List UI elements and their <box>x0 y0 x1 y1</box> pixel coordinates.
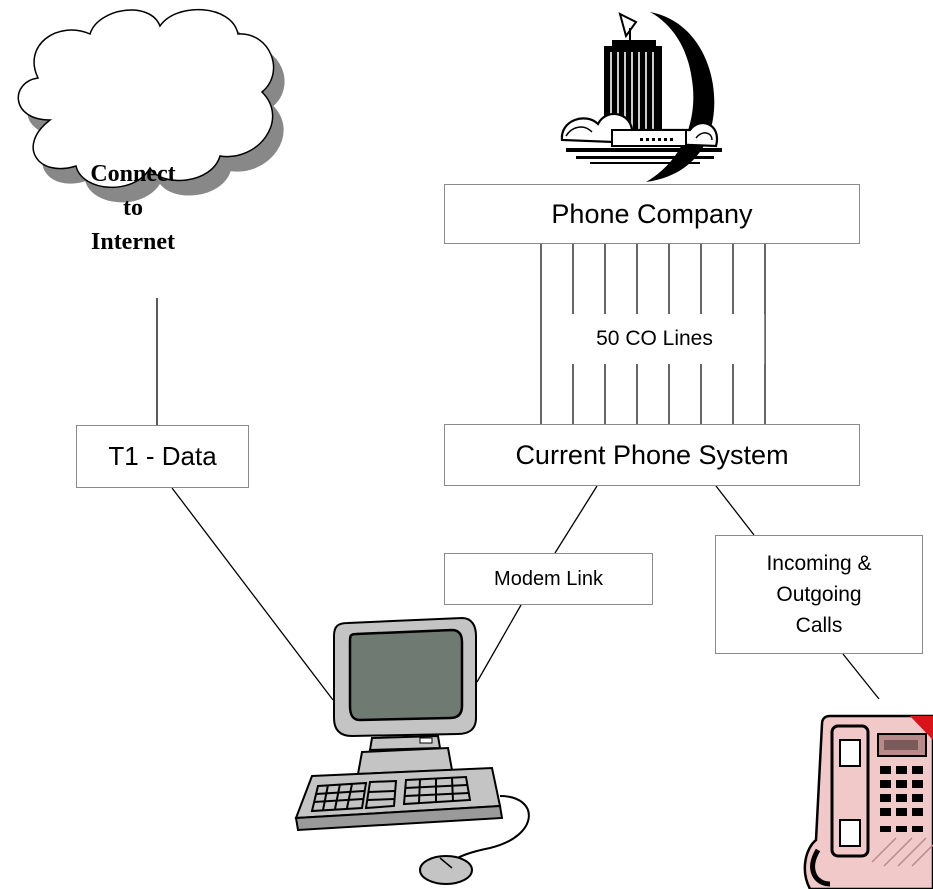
computer-icon <box>294 616 530 885</box>
modem-link-label: Modem Link <box>494 567 603 590</box>
internet-cloud-icon <box>17 8 285 203</box>
phone-company-label: Phone Company <box>551 198 753 229</box>
system-to-modem-line <box>554 485 598 554</box>
calls-label: Incoming & Outgoing Calls <box>766 552 872 637</box>
calls-box: Incoming & Outgoing Calls <box>715 535 923 654</box>
modem-to-computer-line <box>476 604 522 683</box>
phone-system-box: Current Phone System <box>444 424 860 486</box>
t1-data-label: T1 - Data <box>108 441 217 471</box>
phone-system-label: Current Phone System <box>515 439 789 470</box>
phone-company-box: Phone Company <box>444 184 860 244</box>
phone-company-building-icon <box>560 12 722 182</box>
system-to-calls-line <box>715 485 755 536</box>
t1-data-box: T1 - Data <box>76 425 249 488</box>
calls-to-phone-line <box>842 653 880 700</box>
modem-link-box: Modem Link <box>444 553 653 605</box>
co-lines-label: 50 CO Lines <box>545 314 765 364</box>
office-telephone-icon <box>803 714 933 889</box>
internet-cloud-label: Connect to Internet <box>90 161 176 255</box>
t1-to-computer-line <box>171 487 334 701</box>
